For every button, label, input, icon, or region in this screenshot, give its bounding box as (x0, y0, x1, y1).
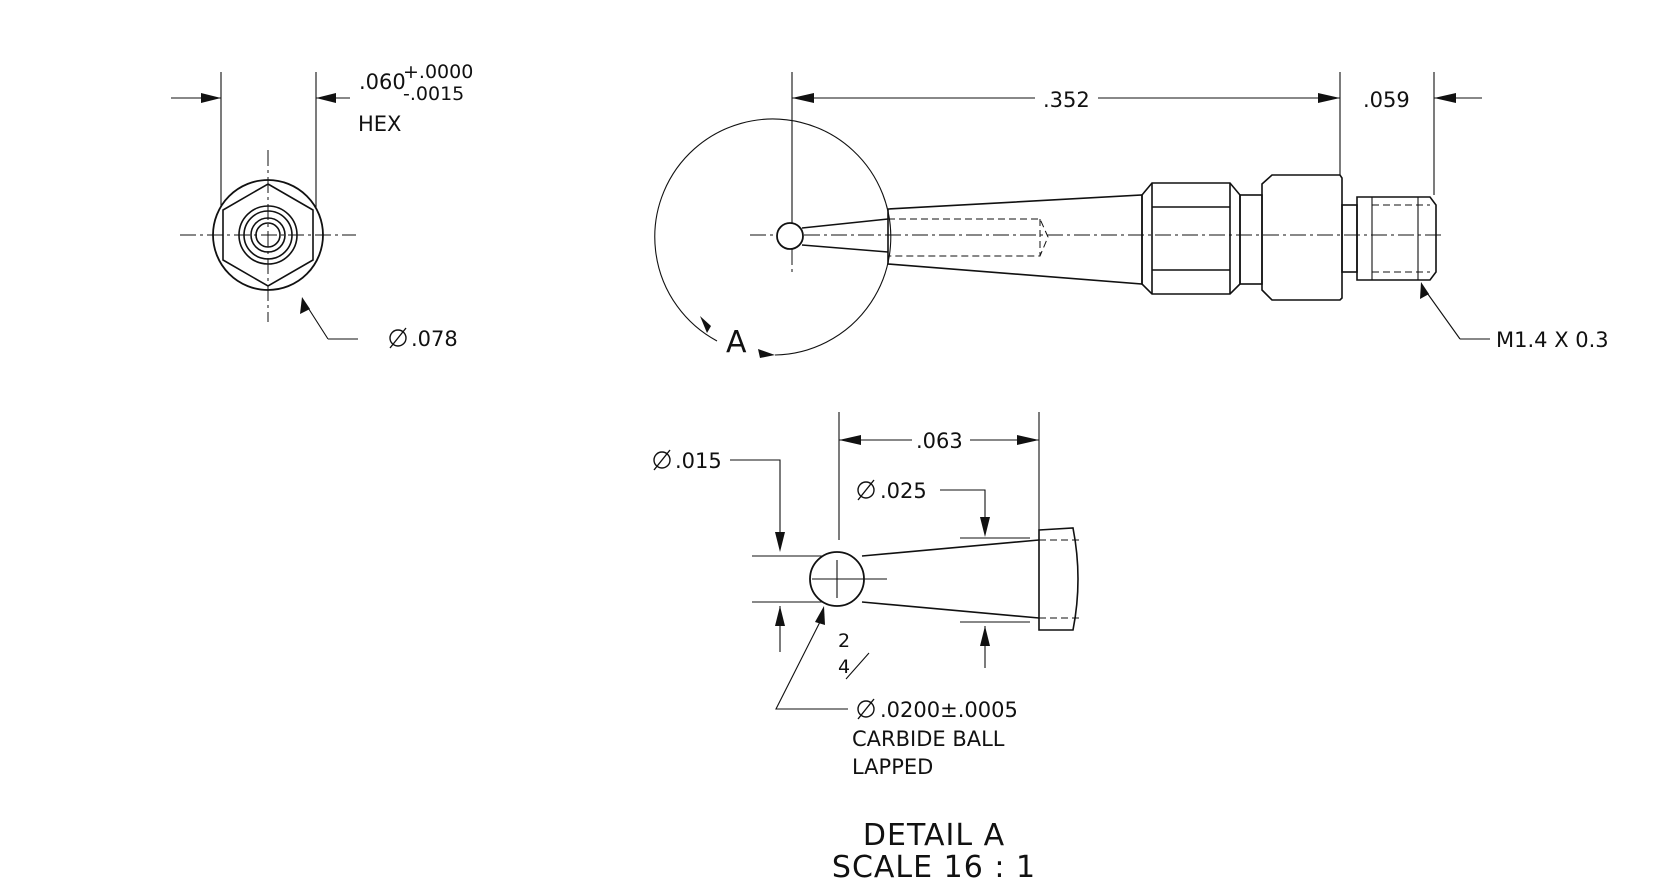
ball-note-material: CARBIDE BALL (852, 727, 1005, 751)
ball-note-finish: LAPPED (852, 755, 933, 779)
hex-width-dim: .060 (359, 70, 406, 94)
diameter-icon (389, 327, 407, 349)
detail-scale: SCALE 16 : 1 (832, 850, 1036, 885)
detail-callout-label: A (726, 325, 748, 360)
ball-dia-label: .0200±.0005 (880, 698, 1018, 722)
tip-length-dim: .063 (916, 429, 963, 453)
finish-bottom: 4 (838, 656, 850, 678)
detail-a-view: .063 .015 .025 2 4 .0200± (653, 412, 1079, 885)
thread-length-dim: .059 (1363, 88, 1410, 112)
hex-label: HEX (358, 112, 401, 136)
thread-label: M1.4 X 0.3 (1496, 328, 1609, 352)
finish-top: 2 (838, 630, 850, 652)
diameter-icon (857, 698, 875, 720)
hex-dia-label: .078 (411, 327, 458, 351)
detail-title: DETAIL A (863, 818, 1005, 853)
hex-tol-minus: -.0015 (403, 83, 464, 105)
stem-dia-label: .025 (880, 479, 927, 503)
diameter-icon (653, 449, 671, 471)
hex-tol-plus: +.0000 (403, 61, 473, 83)
diameter-icon (857, 479, 875, 501)
tip-dia-label: .015 (675, 449, 722, 473)
side-view: A .352 .059 (654, 72, 1609, 360)
length-dim: .352 (1043, 88, 1090, 112)
end-view: .078 .060 +.0000 -.0015 HEX (171, 61, 473, 351)
